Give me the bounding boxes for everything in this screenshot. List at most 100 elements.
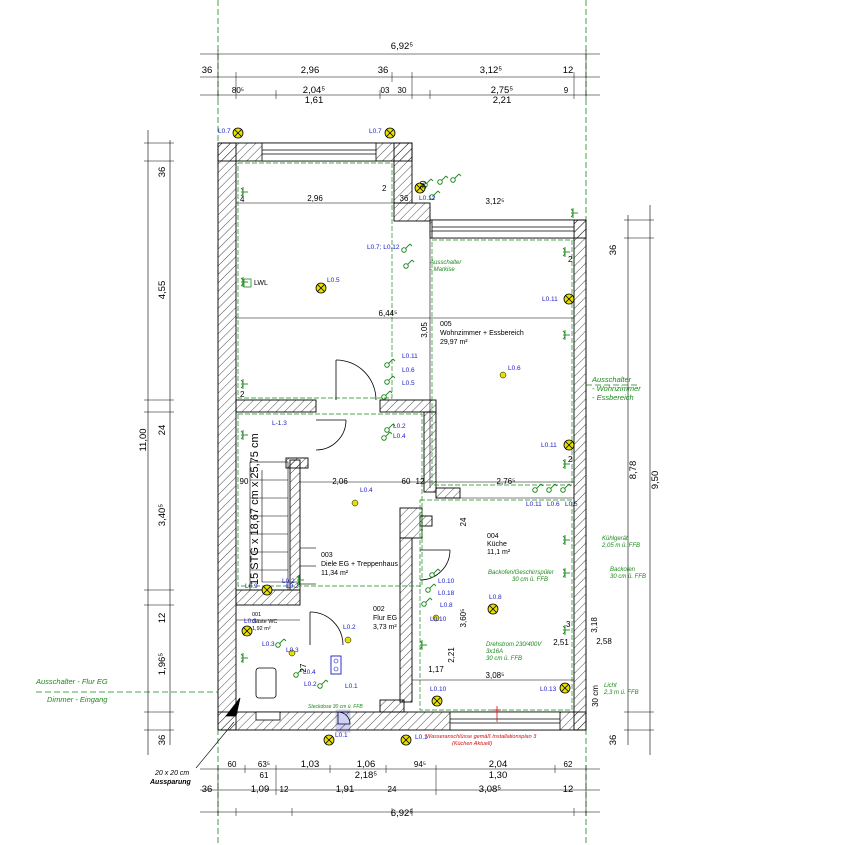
note-aussparung-size: 20 x 20 cm [154, 770, 189, 777]
dim-left-5: 12 [157, 613, 168, 624]
label-lm13: L-1.3 [272, 420, 287, 427]
label-l04c: L0.4 [303, 669, 316, 676]
label-l010b: L0.10 [430, 616, 447, 623]
label-l04b: L0.4 [360, 487, 373, 494]
label-l09: L0.9 [245, 583, 258, 590]
dim-bot2-1: 61 [260, 771, 269, 780]
room-lines [236, 202, 574, 681]
room-004-id: 004 [487, 533, 499, 540]
note-lwl: LWL [254, 280, 268, 287]
dim-in-296: 2,96 [307, 194, 323, 203]
dim-left-3: 24 [157, 425, 168, 436]
note-kuehl-2: 2,05 m ü. FFB [601, 543, 640, 549]
dim-right-outer: 9,50 [650, 471, 661, 490]
dim-in-90: 90 [240, 477, 249, 486]
label-l02d: L0.2 [304, 681, 317, 688]
light-labels: L0.7 L0.7 L0.12 L0.7; L0.12 L0.5 L0.11 L… [218, 128, 578, 741]
dim-in-258: 2,58 [596, 637, 612, 646]
note-kuehl-1: Kühlgerät [602, 536, 628, 542]
dim-bot-2: 63⁵ [258, 760, 270, 769]
note-flur-eg: Ausschalter - Flur EG [35, 677, 108, 686]
note-wasser-1: Wasseranschlüsse gemäß Installationsplan… [426, 734, 537, 740]
dim-right-2: 36 [608, 735, 619, 746]
num-2a: 2 [382, 184, 387, 193]
label-l01b: L0.1 [335, 732, 348, 739]
room-001-id: 001 [252, 612, 261, 618]
dim-in-206: 2,06 [332, 477, 348, 486]
label-l02e: L0.2 [286, 583, 299, 590]
note-dreh-1: Drehstrom 230/400V [486, 642, 542, 648]
dim-top: 6,92⁵ 36 2,96 36 3,12⁵ 12 80⁵ 2,04⁵ 03 3… [202, 41, 574, 106]
num-3: 3 [566, 620, 571, 629]
room-002-name: Flur EG [373, 615, 397, 622]
room-005-area: 29,97 m² [440, 339, 468, 346]
doors [309, 359, 451, 733]
label-l05: L0.5 [327, 277, 340, 284]
inner-dims: 2,96 36 3,12⁵ 30 6,44⁵ 3,05 2,06 90 60 1… [240, 180, 613, 707]
note-wohn-1: Ausschalter [591, 375, 632, 384]
dim-top-3: 36 [378, 65, 389, 76]
note-wohn-2: - Wohnzimmer [592, 384, 641, 393]
notes: LWL Ausschalter - Markise Ausschalter - … [35, 260, 646, 786]
label-l02a: L0.2 [393, 423, 406, 430]
fuse-box [330, 655, 342, 675]
dim-total-top: 6,92⁵ [391, 41, 413, 52]
label-l01a: L0.1 [345, 683, 358, 690]
dim-in-312: 3,12⁵ [486, 197, 505, 206]
note-licht-1: Licht [604, 683, 617, 689]
dim-in-36: 36 [400, 194, 409, 203]
room-004-area: 11,1 m² [487, 549, 511, 556]
label-l06c: L0.6 [547, 501, 560, 508]
stairs: 15 STG x 18,67 cm x 25,75 cm [249, 433, 316, 591]
dim-bottom: 60 63⁵ 1,03 1,06 94⁵ 2,04 62 61 2,18⁵ 1,… [202, 759, 574, 819]
dim-left-outer: 11,00 [138, 428, 149, 451]
note-wohn-3: - Essbereich [592, 393, 634, 402]
num-2b: 2 [240, 390, 245, 399]
dim-bot-4: 1,06 [357, 759, 376, 770]
note-wasser-2: (Küchen Aktuell) [452, 741, 492, 747]
label-l011c: L0.11 [541, 442, 557, 449]
label-l011d: L0.11 [526, 501, 542, 508]
dim-right-inner: 8,78 [628, 461, 639, 480]
room-001-area: 1,92 m² [252, 626, 271, 632]
dim-in-24: 24 [459, 517, 468, 526]
room-outlines [237, 162, 573, 711]
label-l0712: L0.7; L0.12 [367, 244, 400, 251]
room-003-area: 11,34 m² [321, 570, 349, 577]
note-backofen-2: 30 cm ü. FFB [610, 574, 646, 580]
room-001-name: Gäste WC [252, 619, 277, 625]
dim-top2-1: 80⁵ [232, 86, 244, 95]
dim-in-12: 12 [416, 477, 425, 486]
label-l06a: L0.6 [402, 367, 415, 374]
dim-in-221: 2,21 [447, 647, 456, 663]
switches [275, 173, 572, 689]
dim-right-1: 36 [608, 245, 619, 256]
dim-left-6: 1,96⁵ [157, 653, 168, 675]
dim-in-251: 2,51 [553, 638, 569, 647]
num-2c: 2 [568, 255, 573, 264]
room-labels: 005 Wohnzimmer + Essbereich 29,97 m² 004… [252, 321, 524, 632]
dim-bot-3: 1,03 [301, 759, 320, 770]
dim-in-30: 30 [419, 180, 428, 189]
dim-top3-1: 1,61 [305, 95, 324, 106]
num-4: 4 [240, 195, 245, 204]
note-markise-2: - Markise [430, 267, 455, 273]
dim-in-27: 27 [299, 663, 308, 672]
label-l08b: L0.8 [489, 594, 502, 601]
water-connection-marker [493, 706, 501, 722]
dim-in-360: 3,60⁵ [459, 609, 468, 628]
dim-bot3-3: 12 [280, 785, 289, 794]
room-005-id: 005 [440, 321, 452, 328]
note-aussparung: Aussparung [149, 779, 192, 786]
windows [261, 142, 575, 731]
dim-bot-1: 60 [228, 760, 237, 769]
dim-left-2: 4,55 [157, 281, 168, 300]
dim-bot2-2: 2,18⁵ [355, 770, 377, 781]
dim-bot3-1: 36 [202, 784, 213, 795]
dim-top-4: 3,12⁵ [480, 65, 502, 76]
note-gs-1: Backofen/Geschirrspüler [488, 570, 555, 576]
dim-top2-2: 2,04⁵ [303, 85, 325, 96]
label-l08a: L0.8 [440, 602, 453, 609]
label-l013: L0.13 [540, 686, 557, 693]
dim-bot3-6: 3,08⁵ [479, 784, 501, 795]
